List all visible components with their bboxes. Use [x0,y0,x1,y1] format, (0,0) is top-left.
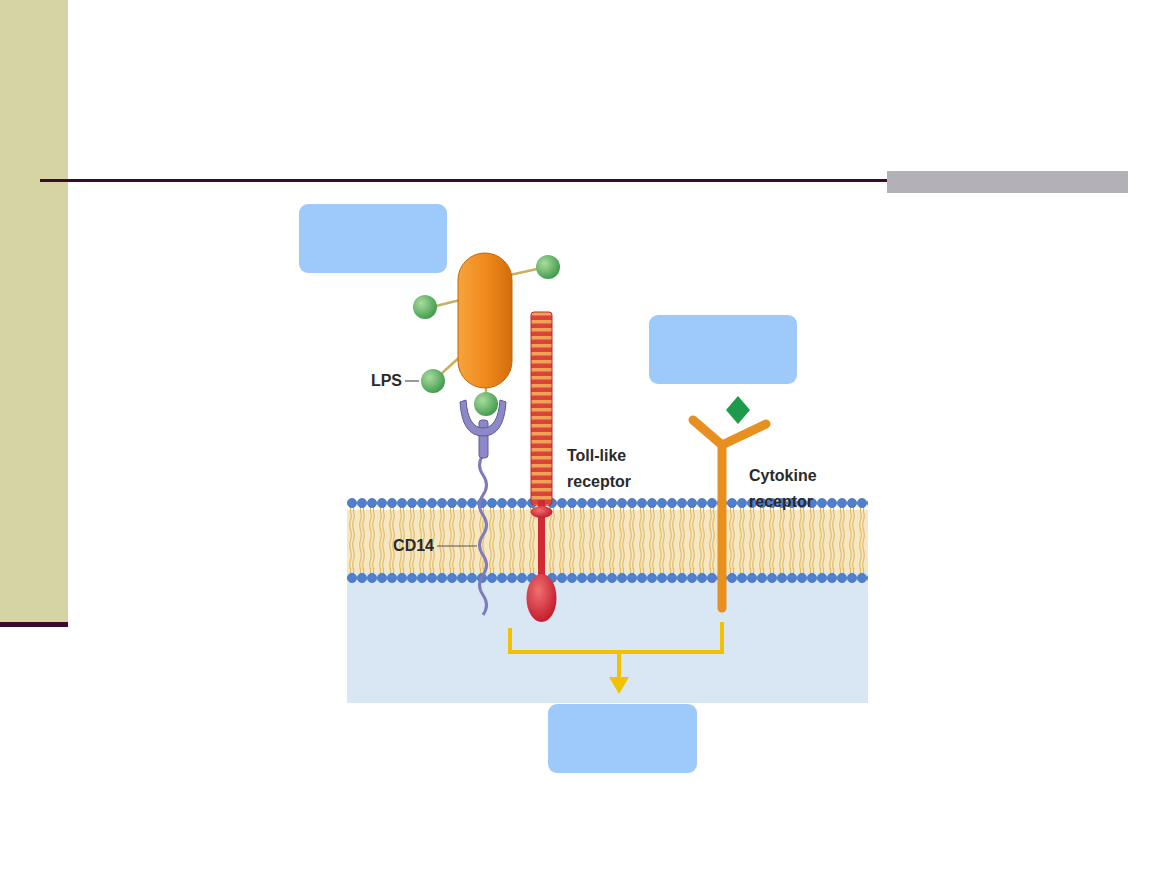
receptor-arm [722,424,766,445]
leader-line [437,545,477,546]
tlr-tir-domain [527,574,557,622]
bacterium [413,253,560,416]
side-bar [0,0,68,625]
cd14-receptor [460,400,506,615]
cd14-label: CD14 [393,533,434,559]
membrane-core [347,510,868,572]
cytokine-diamond [726,396,750,424]
signal-bracket [510,622,722,652]
gpi-anchor [480,455,487,615]
toll-like-receptor [527,312,557,622]
lps-stalk [510,269,537,275]
signal-arrowhead [609,677,629,694]
lps-label: LPS [371,368,402,394]
lps-molecule [413,295,437,319]
signal-bracket-arrow [510,622,722,694]
bacterial-cell [458,253,512,388]
leader-line [405,380,419,381]
lps-molecule [474,392,498,416]
blank-callout-box [649,315,797,384]
signal-arrow-shaft [617,652,621,680]
receptor-label: Cytokine receptor [749,463,833,515]
tlr-ectodomain [531,312,552,505]
lps-stalk [436,300,460,306]
tlr-knob [531,506,553,518]
title-rule [40,179,888,182]
blank-callout-box [548,704,697,773]
lipid-heads-inner [347,568,868,584]
cell-illustration [347,310,868,703]
title-bar-accent [887,171,1128,193]
side-bar-rule [0,622,68,627]
blank-callout-box [299,204,447,273]
receptor-stem [718,445,727,608]
cd14-stem [479,420,488,458]
extracellular-space [347,310,868,540]
lps-molecule [536,255,560,279]
lipid-tails [347,513,868,569]
lps-molecule [421,369,445,393]
receptor-arm [693,420,722,445]
receptor-label: Toll-like receptor [567,443,651,495]
